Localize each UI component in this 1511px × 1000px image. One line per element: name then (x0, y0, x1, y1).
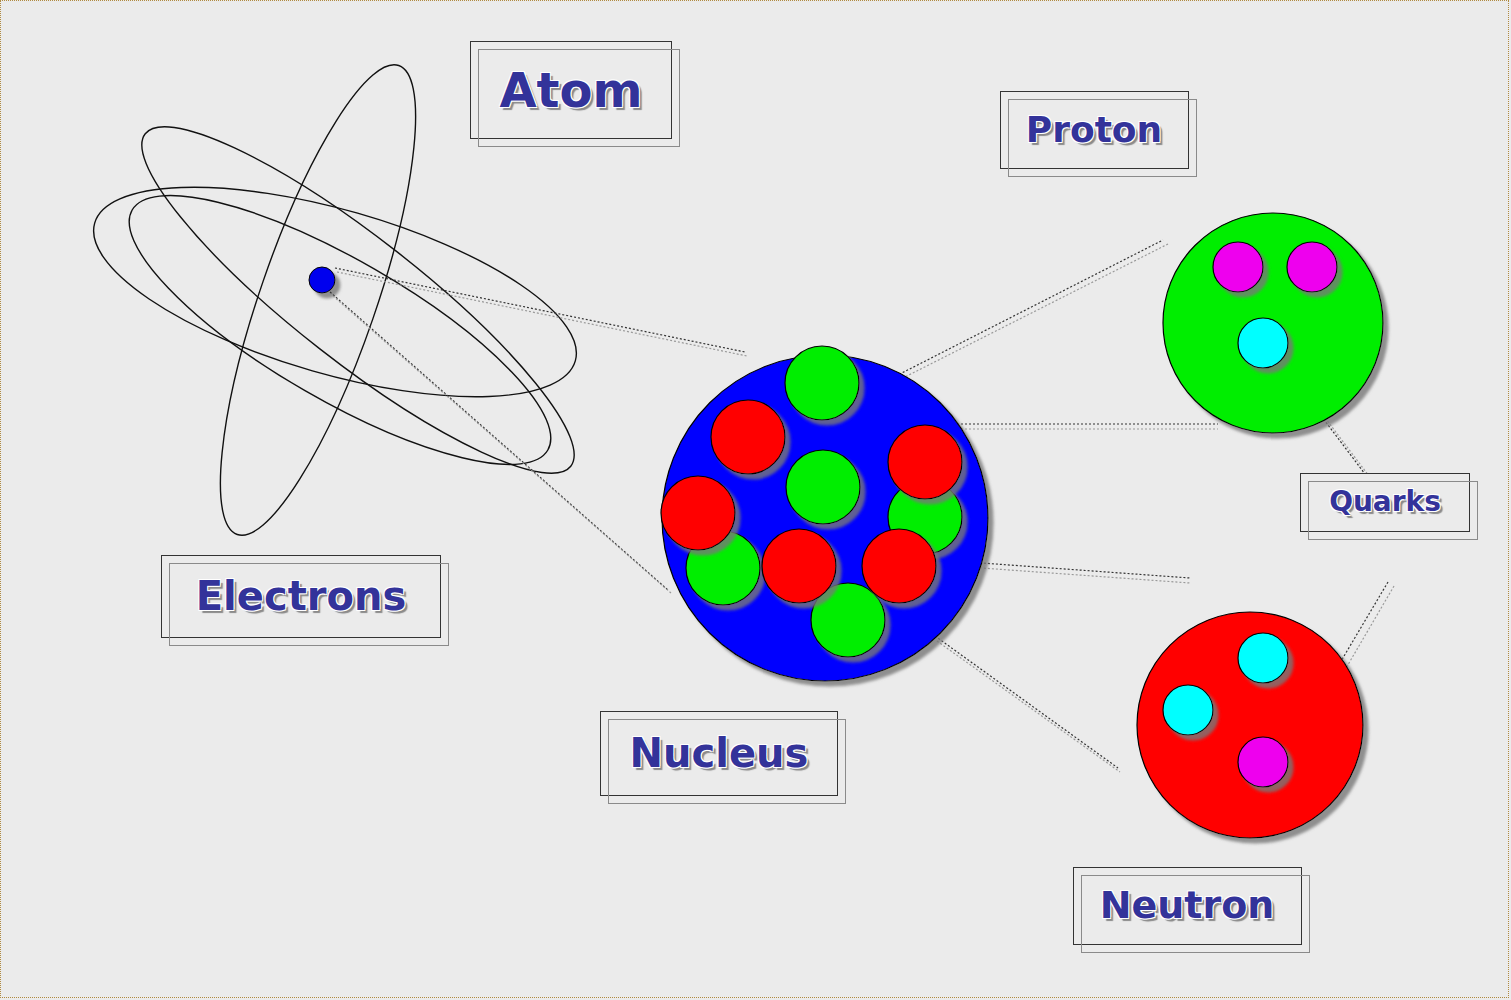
part-label: Neutron (1100, 885, 1275, 927)
part-label: Electrons (196, 574, 407, 618)
part-label: Atom (499, 64, 642, 117)
nucleus-circle (661, 346, 988, 681)
part-label: Proton (1026, 110, 1162, 150)
label-box: Electrons (161, 555, 441, 638)
neutron-circle (1137, 612, 1363, 838)
label-box: Neutron (1073, 867, 1302, 945)
label-box: Quarks (1300, 473, 1470, 532)
part-label: Nucleus (630, 731, 809, 775)
label-box: Proton (1000, 91, 1189, 169)
proton-circle (1163, 213, 1383, 433)
part-label: Quarks (1329, 487, 1441, 518)
nucleus-dot (309, 267, 335, 293)
label-box: Atom (470, 41, 672, 139)
label-box: Nucleus (600, 711, 838, 796)
